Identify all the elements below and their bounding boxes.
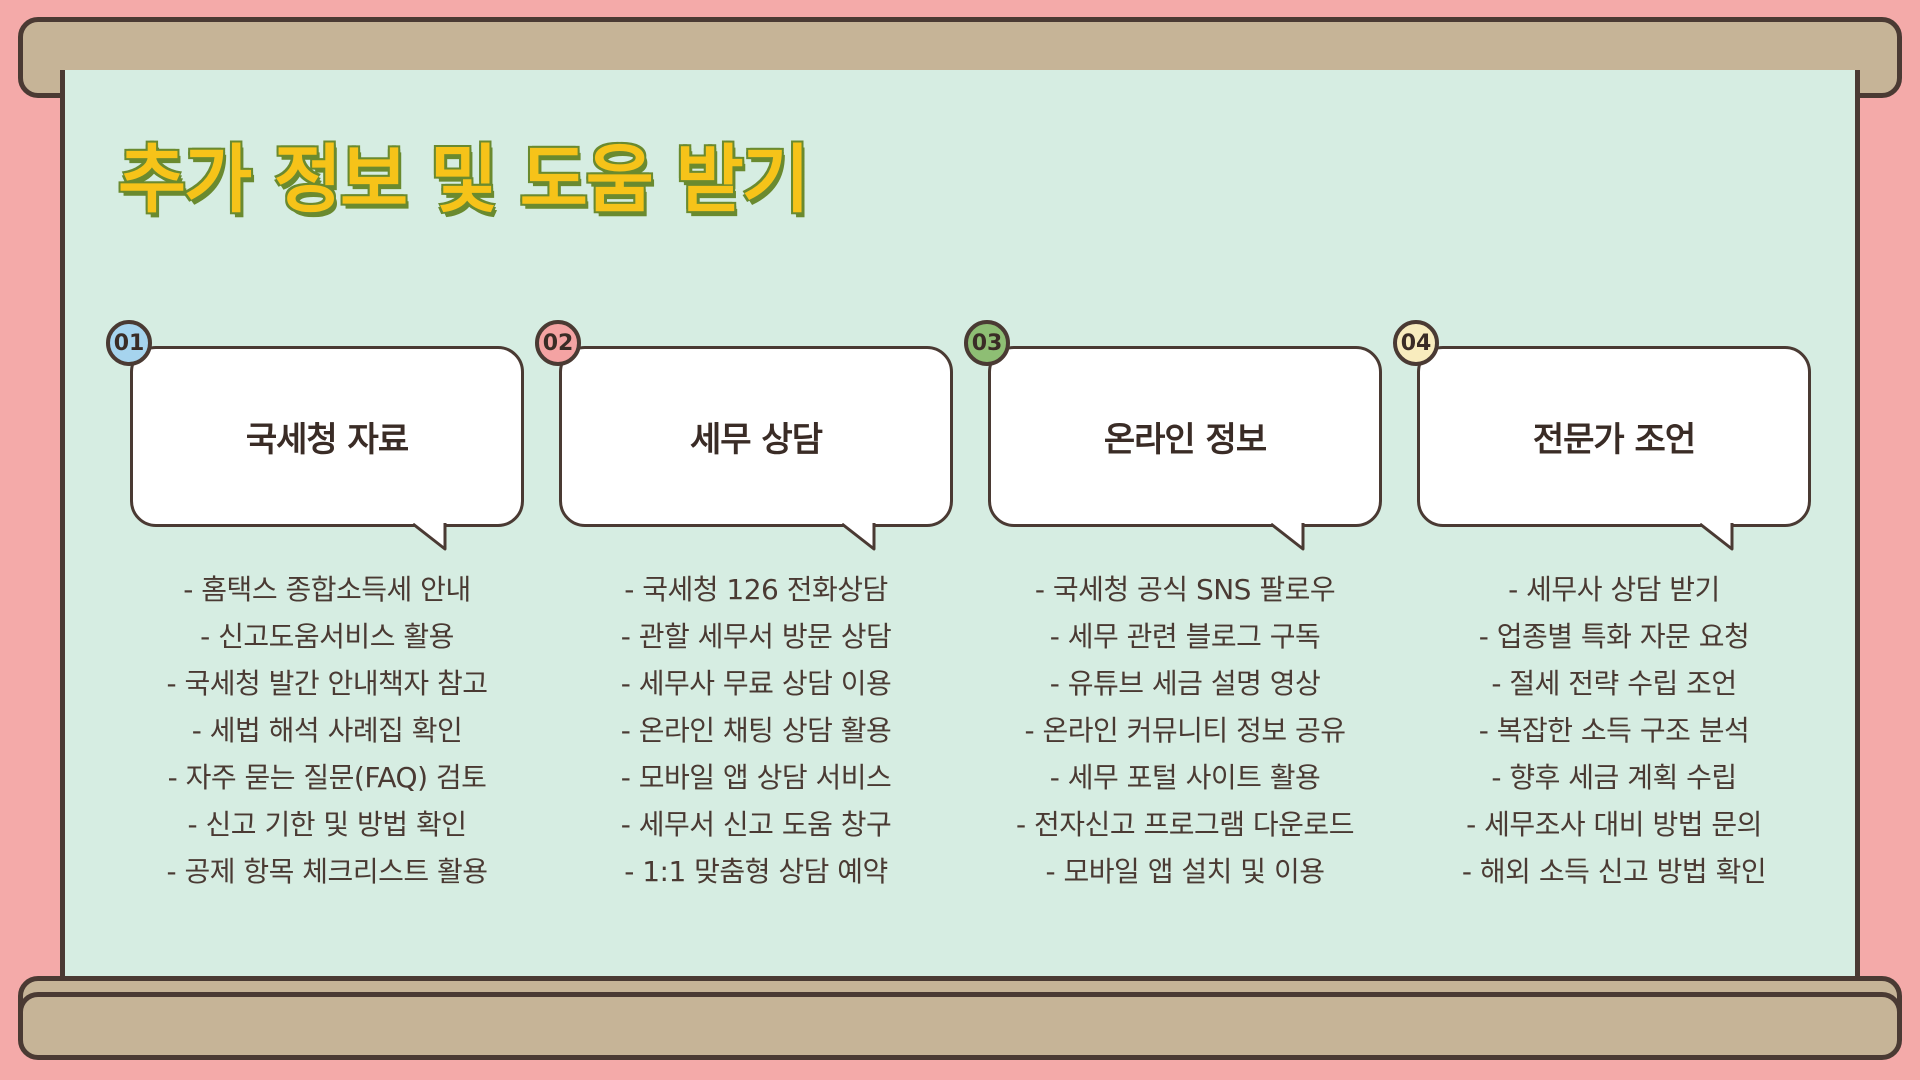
card-number-badge: 03: [964, 320, 1010, 366]
speech-bubble: 전문가 조언: [1417, 346, 1811, 527]
page-title: 추가 정보 및 도움 받기: [118, 137, 810, 223]
list-item: - 신고 기한 및 방법 확인: [187, 808, 467, 841]
list-item: - 업종별 특화 자문 요청: [1478, 620, 1750, 653]
list-item: - 유튜브 세금 설명 영상: [1049, 667, 1321, 700]
speech-bubble-tail: [1700, 523, 1734, 551]
list-item: - 자주 묻는 질문(FAQ) 검토: [167, 761, 487, 794]
list-item: - 모바일 앱 상담 서비스: [620, 761, 892, 794]
list-item: - 1:1 맞춤형 상담 예약: [624, 855, 888, 888]
list-item: - 세무조사 대비 방법 문의: [1466, 808, 1762, 841]
speech-bubble-tail: [1271, 523, 1305, 551]
card-item-list: - 세무사 상담 받기 - 업종별 특화 자문 요청 - 절세 전략 수립 조언 - …: [1417, 566, 1811, 895]
info-card: 03 온라인 정보 - 국세청 공식 SNS 팔로우 - 세무 관련 블로그 구독 - …: [964, 320, 1384, 890]
list-item: - 세무 포털 사이트 활용: [1049, 761, 1321, 794]
info-card: 04 전문가 조언 - 세무사 상담 받기 - 업종별 특화 자문 요청 - 절세 전략…: [1393, 320, 1813, 890]
list-item: - 관할 세무서 방문 상담: [620, 620, 892, 653]
list-item: - 향후 세금 계획 수립: [1491, 761, 1737, 794]
list-item: - 온라인 채팅 상담 활용: [620, 714, 892, 747]
list-item: - 세법 해석 사례집 확인: [191, 714, 463, 747]
list-item: - 국세청 발간 안내책자 참고: [166, 667, 488, 700]
list-item: - 홈택스 종합소득세 안내: [183, 573, 471, 606]
card-number-badge: 01: [106, 320, 152, 366]
list-item: - 온라인 커뮤니티 정보 공유: [1024, 714, 1346, 747]
speech-bubble-tail: [842, 523, 876, 551]
speech-bubble: 세무 상담: [559, 346, 953, 527]
card-heading: 온라인 정보: [1103, 420, 1267, 460]
list-item: - 세무사 상담 받기: [1508, 573, 1720, 606]
list-item: - 신고도움서비스 활용: [200, 620, 454, 653]
card-number-badge: 02: [535, 320, 581, 366]
list-item: - 국세청 126 전화상담: [624, 573, 888, 606]
card-item-list: - 국세청 공식 SNS 팔로우 - 세무 관련 블로그 구독 - 유튜브 세금 설…: [988, 566, 1382, 895]
list-item: - 세무 관련 블로그 구독: [1049, 620, 1321, 653]
speech-bubble: 국세청 자료: [130, 346, 524, 527]
speech-bubble: 온라인 정보: [988, 346, 1382, 527]
scroll-board: [60, 70, 1860, 990]
list-item: - 공제 항목 체크리스트 활용: [166, 855, 488, 888]
card-heading: 세무 상담: [690, 420, 823, 460]
list-item: - 전자신고 프로그램 다운로드: [1016, 808, 1354, 841]
info-card: 01 국세청 자료 - 홈택스 종합소득세 안내 - 신고도움서비스 활용 - 국세청 …: [106, 320, 526, 890]
card-item-list: - 국세청 126 전화상담 - 관할 세무서 방문 상담 - 세무사 무료 상담 …: [559, 566, 953, 895]
list-item: - 세무사 무료 상담 이용: [620, 667, 892, 700]
list-item: - 해외 소득 신고 방법 확인: [1461, 855, 1767, 888]
list-item: - 세무서 신고 도움 창구: [620, 808, 892, 841]
card-item-list: - 홈택스 종합소득세 안내 - 신고도움서비스 활용 - 국세청 발간 안내책자 …: [130, 566, 524, 895]
list-item: - 모바일 앱 설치 및 이용: [1045, 855, 1325, 888]
list-item: - 국세청 공식 SNS 팔로우: [1034, 573, 1336, 606]
card-number-badge: 04: [1393, 320, 1439, 366]
list-item: - 절세 전략 수립 조언: [1491, 667, 1737, 700]
list-item: - 복잡한 소득 구조 분석: [1478, 714, 1750, 747]
scroll-bottom-rod: [18, 992, 1902, 1060]
card-heading: 전문가 조언: [1532, 420, 1696, 460]
info-card: 02 세무 상담 - 국세청 126 전화상담 - 관할 세무서 방문 상담 - 세무사…: [535, 320, 955, 890]
speech-bubble-tail: [413, 523, 447, 551]
card-heading: 국세청 자료: [245, 420, 409, 460]
